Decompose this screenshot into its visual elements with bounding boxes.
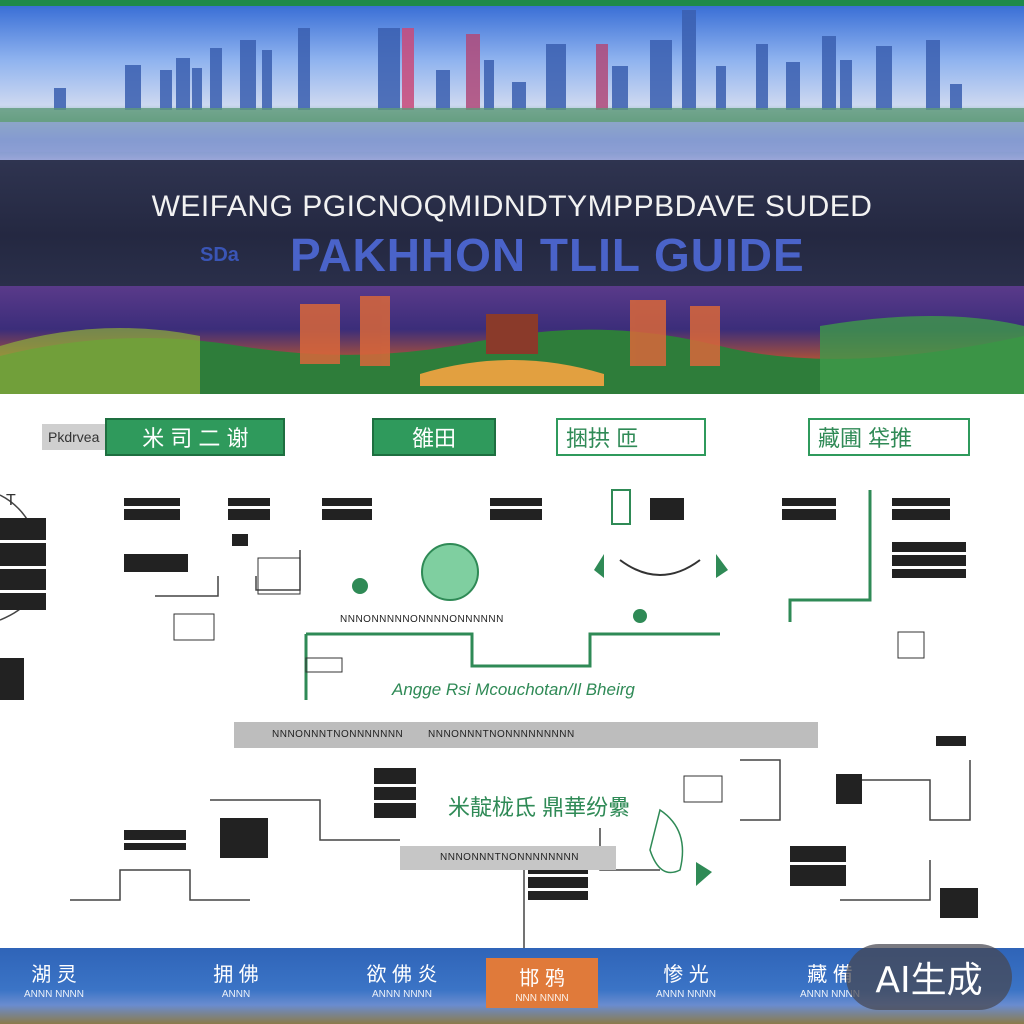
title-band: WEIFANG PGICNOQMIDNDTYMPPBDAVE SUDED SDa… <box>0 160 1024 286</box>
bottom-item-3-sub: ANNN NNNN <box>372 989 432 1000</box>
bottom-item-5: 惨 光 ANNN NNNN <box>646 958 726 1000</box>
map-bar-1-right: NNNONNNTNONNNNNNNNN <box>428 729 575 740</box>
skyline-banner <box>0 0 1024 160</box>
legend-box-2: 雒田 <box>372 418 496 456</box>
map-lines <box>0 489 978 948</box>
skyline-illustration <box>0 10 1024 152</box>
ai-generated-badge: AI生成 <box>846 944 1012 1010</box>
legend-box-1: 米 司 二 谢 <box>105 418 286 456</box>
park-map: NNNONNNNNONNNNONNNNNN NNNONNNTNONNNNNNN … <box>0 400 1024 948</box>
title-tag: SDa <box>200 244 239 266</box>
map-label-corner: T <box>6 492 16 509</box>
bottom-item-1-sub: ANNN NNNN <box>24 989 84 1000</box>
legend-item-2: 雒田 <box>372 418 496 456</box>
bottom-item-3: 欲 佛 炎 ANNN NNNN <box>352 958 452 1000</box>
map-bar-2: NNNONNNTNONNNNNNNN <box>440 852 579 863</box>
bottom-item-4-title: 邯 鸦 <box>519 968 565 990</box>
legend-item-1: Pkdrvea 米 司 二 谢 <box>42 418 286 456</box>
legend-pill: Pkdrvea <box>42 424 106 450</box>
map-bar-1-left: NNNONNNTNONNNNNNN <box>272 729 404 740</box>
legend-item-3: 捆拱 匝 <box>556 418 706 456</box>
bottom-item-2: 拥 佛 ANNN <box>196 958 276 1000</box>
panorama-illustration <box>0 296 1024 394</box>
legend-box-3: 捆拱 匝 <box>556 418 706 456</box>
bottom-item-3-title: 欲 佛 炎 <box>366 964 438 986</box>
park-panorama <box>0 286 1024 394</box>
title-line-1: WEIFANG PGICNOQMIDNDTYMPPBDAVE SUDED <box>151 190 873 223</box>
legend-box-4: 藏圃 牮推 <box>808 418 970 456</box>
bottom-item-4-sub: NNN NNNN <box>515 993 569 1004</box>
bottom-item-1-title: 湖 灵 <box>31 964 77 986</box>
bottom-item-5-sub: ANNN NNNN <box>656 989 716 1000</box>
bottom-item-2-title: 拥 佛 <box>213 964 259 986</box>
bottom-item-6-sub: ANNN NNNN <box>800 989 860 1000</box>
map-caption-chinese: 米靛栊氐 鼎華纷纍 <box>448 795 631 820</box>
map-caption-green: Angge Rsi Mcouchotan/Il Bheirg <box>392 680 635 699</box>
title-line-2: PAKHHON TLIL GUIDE <box>290 229 805 281</box>
bottom-item-6-title: 藏 備 <box>807 964 853 986</box>
bottom-item-4: 邯 鸦 NNN NNNN <box>486 958 598 1008</box>
legend-item-4: 藏圃 牮推 <box>808 418 970 456</box>
bottom-item-2-sub: ANNN <box>221 989 251 1000</box>
bottom-item-5-title: 惨 光 <box>663 964 709 986</box>
map-heading-bar: NNNONNNNNONNNNONNNNNN <box>340 614 504 625</box>
bottom-item-1: 湖 灵 ANNN NNNN <box>14 958 94 1000</box>
bottom-item-6: 藏 備 ANNN NNNN <box>790 958 870 1000</box>
